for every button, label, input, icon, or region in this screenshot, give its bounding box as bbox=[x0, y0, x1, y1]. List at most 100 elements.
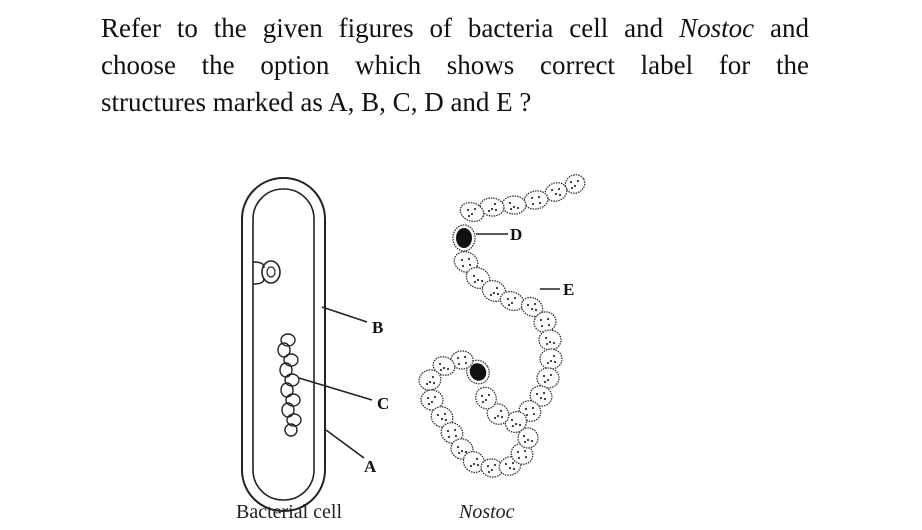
vegetative-cell bbox=[453, 251, 479, 273]
bacterial-cell-diagram bbox=[241, 177, 373, 512]
cell-granule bbox=[526, 438, 530, 442]
cell-granule bbox=[467, 257, 471, 261]
marker-d: D bbox=[510, 225, 522, 244]
cell-granule bbox=[516, 206, 520, 210]
cell-granule bbox=[464, 361, 468, 365]
cell-granule bbox=[463, 355, 467, 359]
vegetative-cell bbox=[418, 369, 442, 391]
cell-granule bbox=[500, 415, 504, 419]
cell-granule bbox=[490, 468, 494, 472]
cell-granule bbox=[499, 409, 503, 413]
cell-granule bbox=[430, 400, 434, 404]
cell-granule bbox=[526, 303, 530, 307]
cell-granule bbox=[436, 413, 440, 417]
cell-granule bbox=[512, 205, 516, 209]
vegetative-cell bbox=[459, 201, 485, 223]
cell-granule bbox=[492, 291, 496, 295]
cell-granule bbox=[539, 396, 543, 400]
vegetative-cell bbox=[430, 406, 454, 428]
cell-granule bbox=[573, 184, 577, 188]
cell-granule bbox=[534, 308, 538, 312]
cell-granule bbox=[531, 202, 535, 206]
cell-granule bbox=[476, 278, 480, 282]
cell-granule bbox=[547, 323, 551, 327]
cell-granule bbox=[431, 375, 435, 379]
cell-granule bbox=[442, 366, 446, 370]
cell-granule bbox=[467, 214, 471, 218]
cell-granule bbox=[470, 212, 474, 216]
cell-granule bbox=[473, 207, 477, 211]
marker-e: E bbox=[563, 280, 574, 299]
cell-granule bbox=[513, 296, 517, 300]
cell-granule bbox=[480, 279, 484, 283]
vegetative-cell bbox=[501, 195, 527, 215]
cell-wall-outline bbox=[241, 177, 326, 512]
cell-granule bbox=[538, 201, 542, 205]
vegetative-cell bbox=[539, 348, 563, 370]
cell-granule bbox=[558, 193, 562, 197]
cell-granule bbox=[524, 407, 528, 411]
cell-granule bbox=[472, 274, 476, 278]
cell-granule bbox=[427, 402, 431, 406]
cell-granule bbox=[461, 264, 465, 268]
cell-granule bbox=[432, 381, 436, 385]
cell-granule bbox=[457, 451, 461, 455]
cell-granule bbox=[433, 395, 437, 399]
cell-granule bbox=[509, 207, 513, 211]
mesosome bbox=[261, 260, 281, 284]
vegetative-cell bbox=[462, 450, 486, 474]
vegetative-cell bbox=[420, 389, 444, 411]
leader-line-a bbox=[325, 429, 365, 459]
cell-granule bbox=[523, 449, 527, 453]
cell-granule bbox=[542, 391, 546, 395]
cell-granule bbox=[533, 302, 537, 306]
cell-granule bbox=[511, 424, 515, 428]
cell-granule bbox=[507, 303, 511, 307]
cell-granule bbox=[517, 456, 521, 460]
cell-granule bbox=[487, 393, 491, 397]
cell-granule bbox=[516, 450, 520, 454]
bacterial-cell-caption: Bacterial cell bbox=[236, 501, 342, 523]
nostoc-filament bbox=[418, 174, 586, 478]
cell-granule bbox=[530, 307, 534, 311]
cell-granule bbox=[472, 462, 476, 466]
vegetative-cell bbox=[536, 367, 560, 389]
question-line-2: choose the option which shows correct la… bbox=[101, 50, 809, 80]
cell-granule bbox=[508, 201, 512, 205]
cell-granule bbox=[510, 301, 514, 305]
cell-granule bbox=[453, 428, 457, 432]
cell-granule bbox=[495, 286, 499, 290]
vegetative-cell bbox=[479, 197, 505, 217]
cell-granule bbox=[481, 400, 485, 404]
cell-granule bbox=[552, 341, 556, 345]
cell-granule bbox=[466, 208, 470, 212]
heterocyst-core bbox=[469, 363, 487, 381]
cell-granule bbox=[514, 422, 518, 426]
cell-granule bbox=[550, 188, 554, 192]
cell-granule bbox=[440, 417, 444, 421]
cell-granule bbox=[496, 414, 500, 418]
cell-granule bbox=[544, 336, 548, 340]
cell-granule bbox=[549, 359, 553, 363]
cell-granule bbox=[535, 392, 539, 396]
question-line-1: Refer to the given figures of bacteria c… bbox=[101, 10, 809, 47]
cell-granule bbox=[446, 429, 450, 433]
cell-granule bbox=[428, 380, 432, 384]
cell-granule bbox=[522, 434, 526, 438]
cell-granule bbox=[426, 396, 430, 400]
heterocyst-core bbox=[456, 228, 472, 248]
cell-granule bbox=[554, 192, 558, 196]
question-line-1-text: Refer to the given figures of bacteria c… bbox=[101, 13, 680, 43]
cell-granule bbox=[439, 368, 443, 372]
cell-granule bbox=[489, 293, 493, 297]
cell-granule bbox=[548, 340, 552, 344]
cell-granule bbox=[510, 418, 514, 422]
cell-granule bbox=[537, 195, 541, 199]
cell-granule bbox=[552, 354, 556, 358]
cell-granule bbox=[543, 397, 547, 401]
cell-granule bbox=[493, 463, 497, 467]
vegetative-cell bbox=[564, 174, 586, 194]
cell-granule bbox=[476, 463, 480, 467]
cell-granule bbox=[512, 467, 516, 471]
